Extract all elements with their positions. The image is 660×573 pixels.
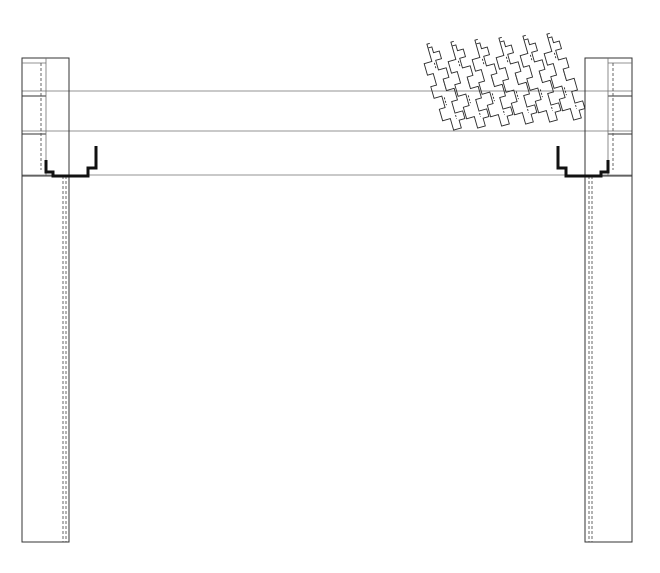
louvre-blade-outline: [543, 36, 586, 121]
louvre-blades-group: [423, 32, 586, 131]
louvre-blade-detail: [553, 52, 578, 109]
louvre-blade: [495, 36, 538, 125]
left-beam-head: [21, 57, 70, 177]
louvre-blade-outline: [495, 40, 538, 125]
louvre-blade-hook: [546, 32, 550, 39]
louvre-blade-hook: [426, 42, 430, 49]
louvre-blade-outline: [423, 46, 466, 131]
louvre-blade-hook: [474, 38, 478, 45]
right-post-column: [584, 175, 633, 543]
louvre-blade: [543, 32, 586, 121]
louvre-blade-detail: [481, 58, 506, 115]
louvre-blade: [471, 38, 514, 127]
louvre-blade-outline: [447, 44, 490, 129]
louvre-blade-detail: [457, 60, 482, 117]
louvre-blade-outline: [519, 38, 562, 123]
louvre-blade-detail: [433, 62, 458, 119]
louvre-blade-detail: [529, 54, 554, 111]
louvre-blade-outline: [471, 42, 514, 127]
louvre-blade: [519, 34, 562, 123]
louvre-blade-detail: [505, 56, 530, 113]
horizontal-guide-lines: [22, 90, 632, 176]
right-beam-head: [584, 57, 633, 177]
louvre-blade-hook: [522, 34, 526, 41]
louvre-blade-hook: [450, 40, 454, 47]
left-gutter-profile: [44, 146, 98, 178]
louvre-blade: [423, 42, 466, 131]
right-post: [584, 57, 633, 543]
left-post: [21, 57, 70, 543]
louvre-blade: [447, 40, 490, 129]
left-post-column: [21, 175, 70, 543]
louvre-blade-hook: [498, 36, 502, 43]
right-gutter-profile: [556, 146, 610, 178]
